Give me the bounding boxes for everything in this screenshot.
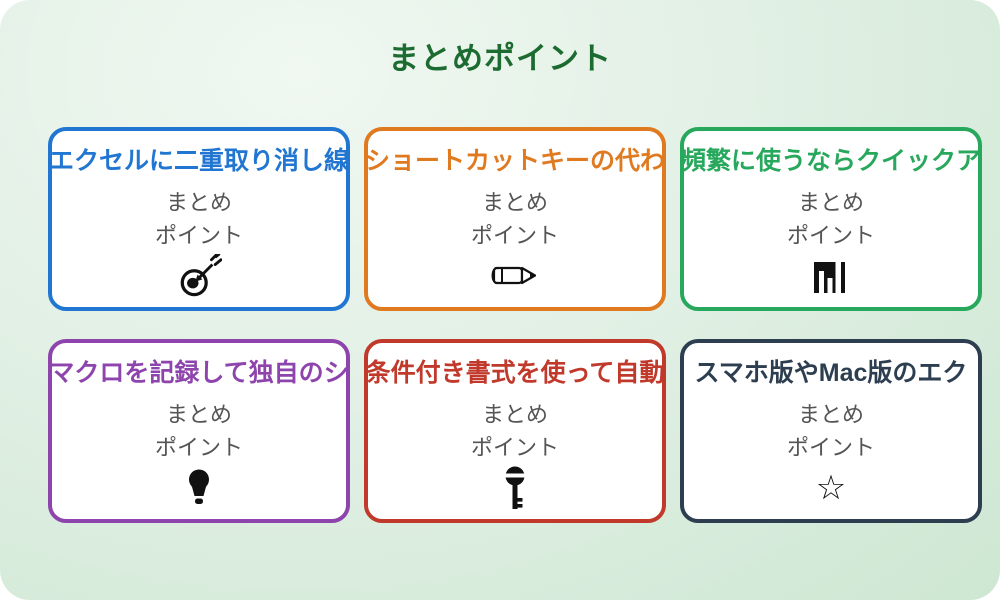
card-body: まとめ ポイント (787, 186, 875, 252)
card-body-line: ポイント (786, 434, 875, 460)
card-body: まとめ ポイント (155, 186, 243, 252)
card-body-line: ポイント (470, 434, 559, 460)
card-body-line: まとめ (165, 401, 232, 427)
page-title: まとめポイント (388, 41, 612, 76)
card-title: 頻繁に使うならクイックア (681, 147, 982, 175)
summary-card-shortcut[interactable]: ショートカットキーの代わ まとめ ポイント (364, 127, 666, 311)
card-body: まとめ ポイント (471, 186, 559, 252)
target-arrow-icon (176, 253, 222, 298)
card-grid: エクセルに二重取り消し線 まとめ ポイント ショートカットキーの代わ (48, 127, 982, 523)
summary-card-macro[interactable]: マクロを記録して独自のシ まとめ ポイント (48, 339, 350, 523)
card-body-line: まとめ (481, 401, 548, 427)
card-body: まとめ ポイント (787, 398, 875, 464)
summary-card-quick-access[interactable]: 頻繁に使うならクイックア まとめ ポイント (680, 127, 982, 311)
card-body-line: ポイント (154, 434, 243, 460)
star-icon: ☆ (815, 467, 847, 508)
summary-card-conditional-format[interactable]: 条件付き書式を使って自動 まとめ ポイント (364, 339, 666, 523)
card-body-line: ポイント (786, 222, 875, 248)
card-body-line: ポイント (470, 222, 559, 248)
card-body: まとめ ポイント (155, 398, 243, 464)
card-title: 条件付き書式を使って自動 (365, 359, 665, 387)
card-body-line: まとめ (165, 189, 232, 215)
pencil-icon (489, 254, 541, 298)
card-body-line: ポイント (154, 222, 243, 248)
lightbulb-icon (186, 466, 212, 510)
card-title: ショートカットキーの代わ (365, 147, 666, 175)
card-body-line: まとめ (481, 189, 548, 215)
summary-card-strikethrough[interactable]: エクセルに二重取り消し線 まとめ ポイント (48, 127, 350, 311)
bar-chart-icon (811, 254, 851, 298)
card-body-line: まとめ (797, 189, 864, 215)
card-body: まとめ ポイント (471, 398, 559, 464)
key-icon (502, 466, 528, 510)
card-title: エクセルに二重取り消し線 (49, 147, 350, 175)
card-body-line: まとめ (797, 401, 864, 427)
card-title: マクロを記録して独自のシ (49, 359, 349, 387)
summary-card-mobile-mac[interactable]: スマホ版やMac版のエク まとめ ポイント ☆ (680, 339, 982, 523)
card-title: スマホ版やMac版のエク (694, 359, 968, 387)
